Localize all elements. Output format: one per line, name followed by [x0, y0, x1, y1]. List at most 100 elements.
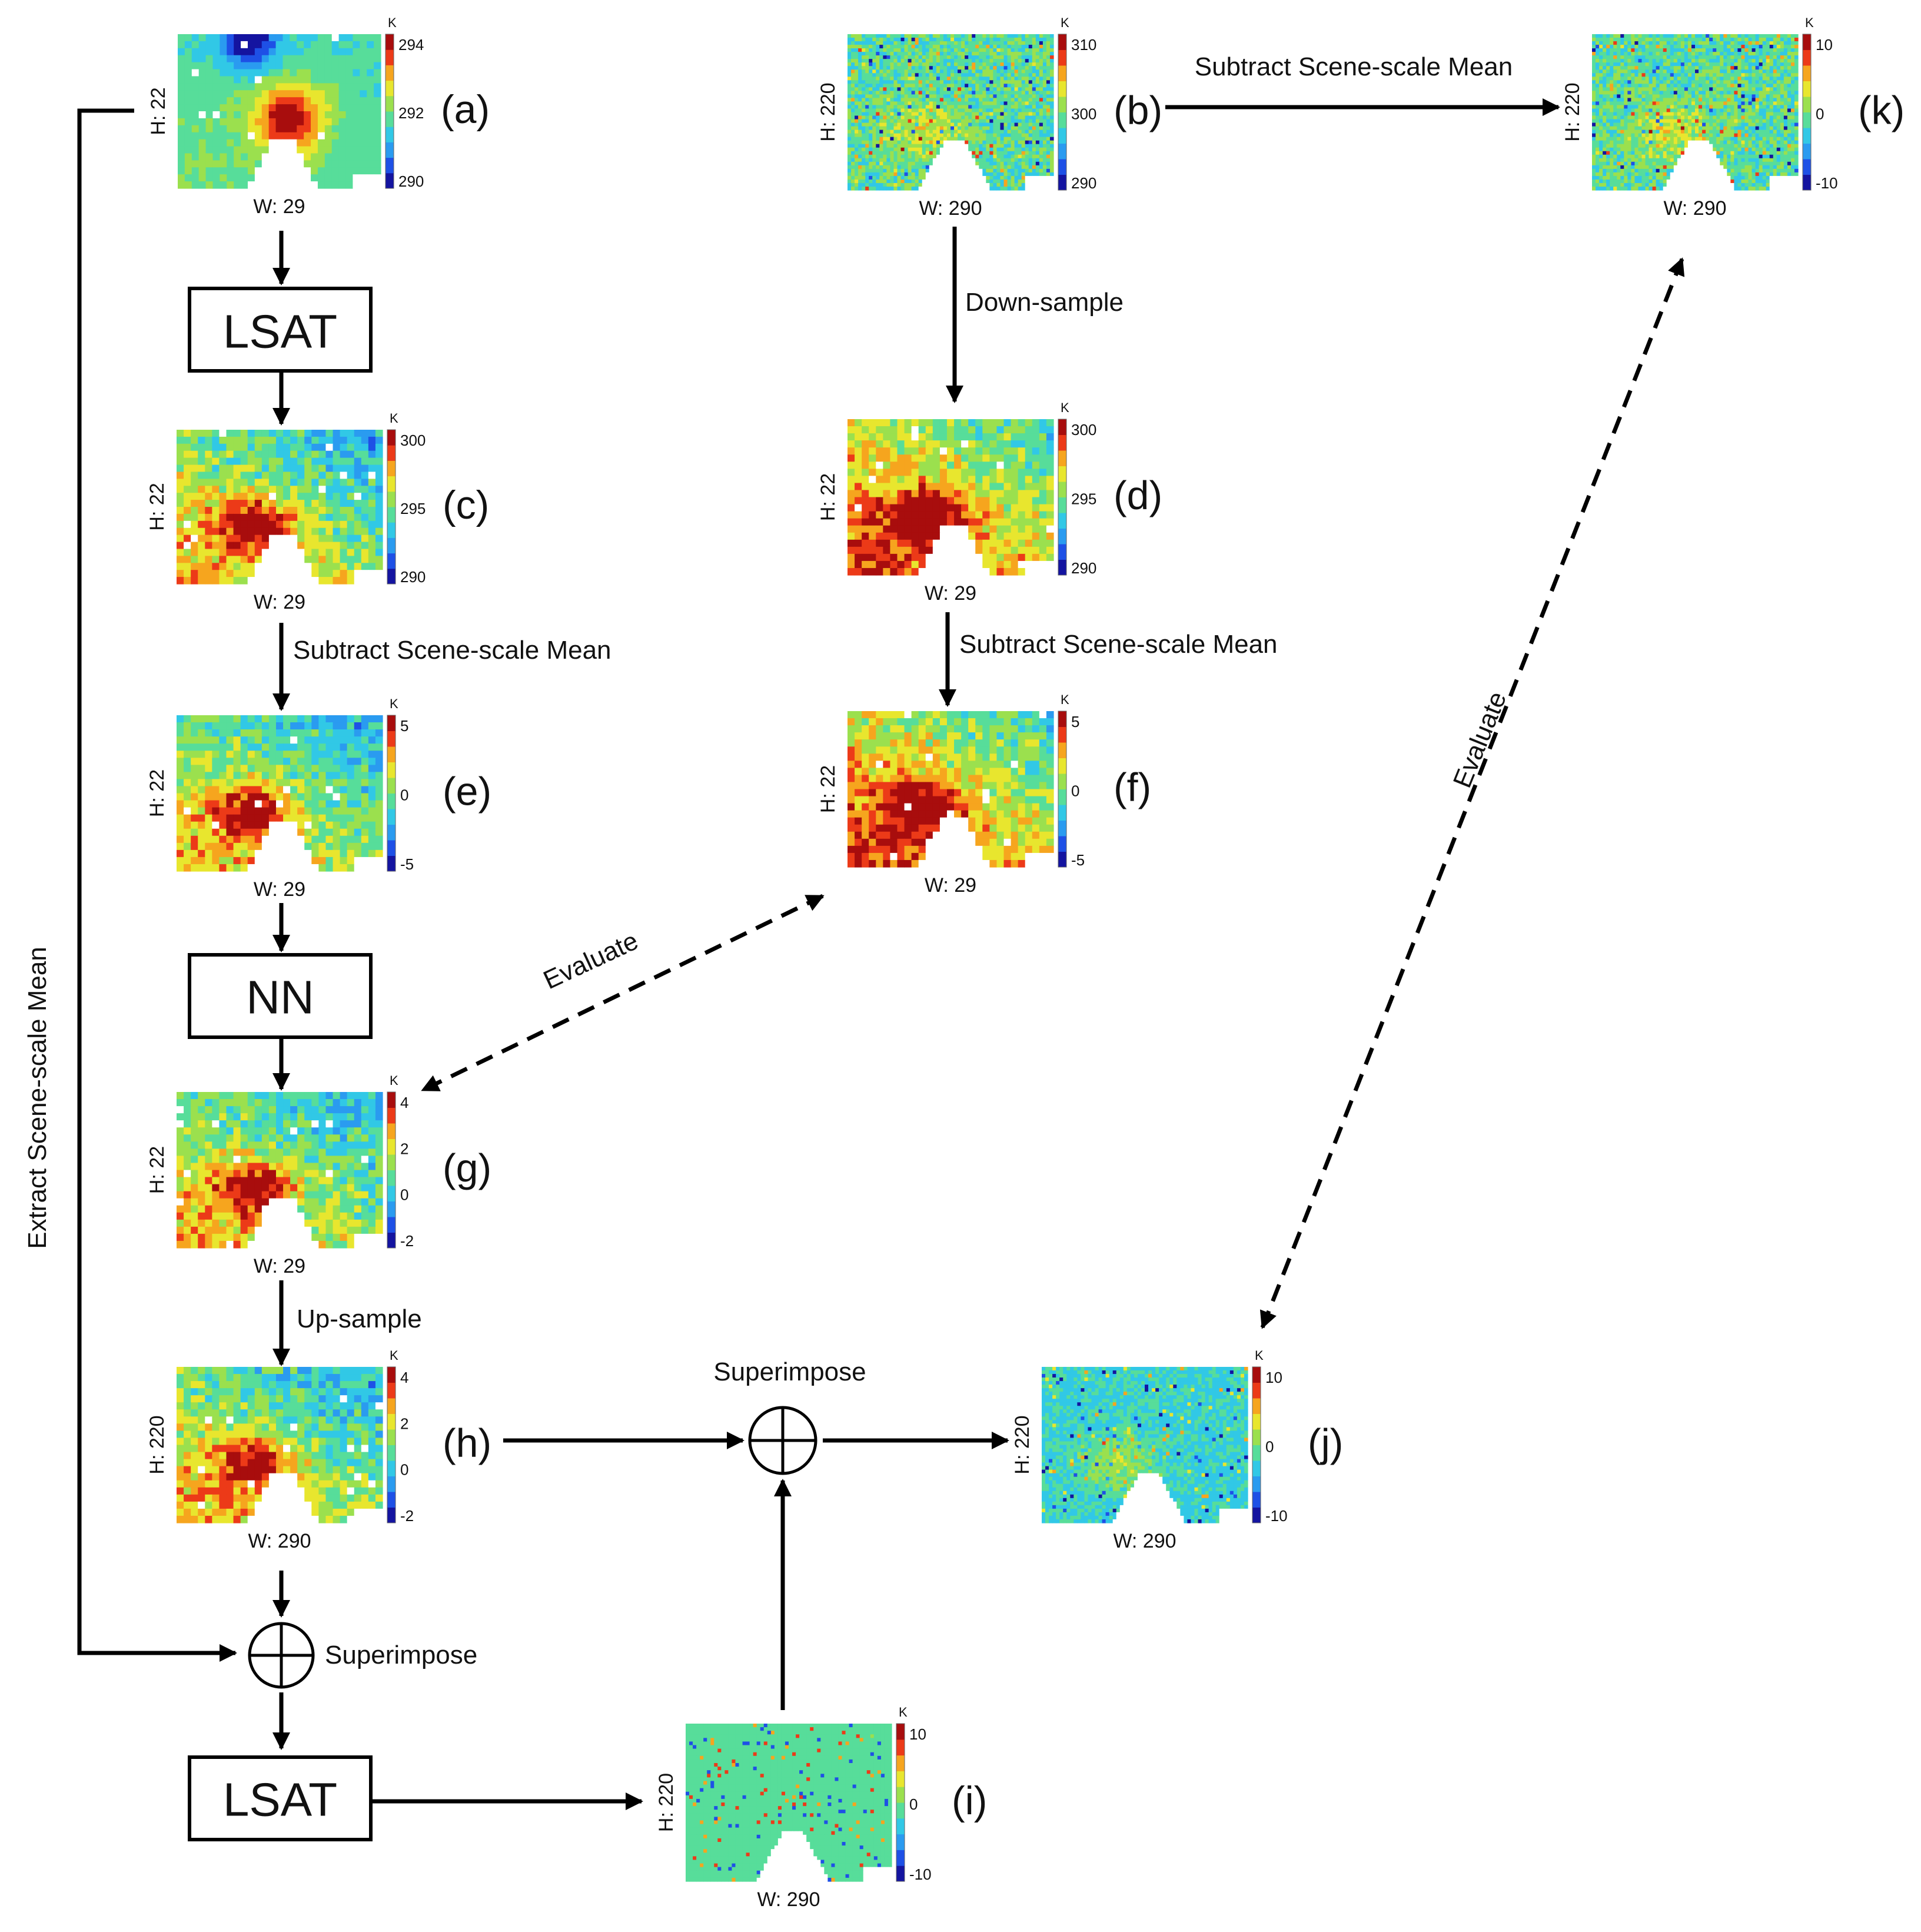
colorbar-tick-j: 0	[1265, 1438, 1274, 1456]
heatmap-g	[177, 1092, 383, 1249]
colorbar-tick-d: 290	[1071, 559, 1096, 577]
colorbar-tick-h: 0	[400, 1461, 408, 1479]
colorbar-unit-h: K	[390, 1348, 398, 1363]
panel-letter-j: (j)	[1308, 1421, 1343, 1466]
heatmap-e	[177, 715, 383, 872]
colorbar-tick-b: 300	[1071, 105, 1096, 123]
lsat-box-2-label: LSAT	[223, 1774, 337, 1826]
height-label-k: H: 220	[1561, 82, 1584, 141]
colorbar-unit-d: K	[1061, 400, 1069, 415]
colorbar-tick-c: 290	[400, 568, 426, 586]
colorbar-tick-b: 310	[1071, 36, 1096, 54]
colorbar-tick-k: -10	[1816, 174, 1838, 192]
heatmap-j	[1042, 1367, 1248, 1523]
panel-letter-e: (e)	[443, 769, 491, 814]
nn-box: NN	[188, 953, 373, 1039]
colorbar-tick-f: -5	[1071, 851, 1085, 869]
extract-mean-label: Extract Scene-scale Mean	[23, 947, 52, 1249]
colorbar-unit-k: K	[1805, 15, 1814, 30]
colorbar-tick-b: 290	[1071, 174, 1096, 192]
colorbar-tick-e: 5	[400, 717, 408, 735]
evaluate-arrow-f-g	[421, 894, 825, 1093]
colorbar-f	[1058, 711, 1067, 868]
colorbar-tick-h: 2	[400, 1415, 408, 1432]
colorbar-e	[387, 715, 396, 872]
width-label-f: W: 29	[925, 874, 976, 897]
colorbar-tick-g: 0	[400, 1186, 408, 1204]
colorbar-tick-c: 300	[400, 431, 426, 449]
colorbar-tick-f: 0	[1071, 782, 1079, 800]
heatmap-a	[178, 34, 381, 189]
colorbar-b	[1058, 34, 1067, 191]
colorbar-g	[387, 1091, 396, 1249]
lsat-box-1-label: LSAT	[223, 306, 337, 358]
step-labels: Subtract Scene-scale Mean Down-sample Su…	[23, 52, 1513, 1669]
colorbar-unit-a: K	[388, 15, 397, 30]
colorbar-k	[1802, 34, 1812, 191]
colorbar-unit-i: K	[899, 1705, 908, 1719]
colorbar-tick-j: -10	[1265, 1507, 1288, 1525]
heatmap-i	[686, 1724, 892, 1882]
height-label-j: H: 220	[1011, 1415, 1033, 1474]
height-label-i: H: 220	[655, 1773, 677, 1832]
lsat-box-1: LSAT	[188, 287, 373, 373]
height-label-d: H: 22	[817, 473, 839, 521]
colorbar-tick-g: 2	[400, 1140, 408, 1157]
heatmap-h	[177, 1367, 383, 1523]
colorbar-tick-g: 4	[400, 1094, 408, 1111]
colorbar-tick-i: -10	[909, 1865, 932, 1883]
subtract-mean-label-d-f: Subtract Scene-scale Mean	[959, 630, 1278, 659]
panel-f: K50-5W: 29H: 22(f)	[817, 692, 1151, 897]
height-label-g: H: 22	[146, 1146, 168, 1194]
colorbar-unit-b: K	[1061, 15, 1069, 30]
superimpose-symbol-middle	[748, 1406, 817, 1475]
colorbar-tick-d: 295	[1071, 490, 1096, 508]
subtract-mean-label-c-e: Subtract Scene-scale Mean	[293, 636, 611, 665]
height-label-a: H: 22	[147, 87, 170, 135]
superimpose-label-middle: Superimpose	[713, 1357, 866, 1386]
subtract-mean-label-b-k: Subtract Scene-scale Mean	[1195, 52, 1513, 81]
colorbar-unit-c: K	[390, 411, 398, 426]
colorbar-unit-j: K	[1255, 1348, 1264, 1363]
width-label-k: W: 290	[1663, 197, 1726, 220]
width-label-i: W: 290	[757, 1888, 820, 1911]
colorbar-tick-k: 10	[1816, 36, 1833, 54]
colorbar-tick-g: -2	[400, 1232, 414, 1250]
down-sample-label: Down-sample	[965, 288, 1124, 317]
width-label-c: W: 29	[254, 591, 305, 613]
width-label-a: W: 29	[253, 195, 305, 218]
panel-letter-a: (a)	[441, 87, 490, 132]
width-label-b: W: 290	[919, 197, 982, 220]
colorbar-tick-f: 5	[1071, 713, 1079, 731]
evaluate-label-k-j: Evaluate	[1448, 688, 1513, 792]
width-label-j: W: 290	[1113, 1530, 1176, 1552]
colorbar-unit-f: K	[1061, 692, 1069, 707]
colorbar-tick-c: 295	[400, 500, 426, 517]
panel-letter-b: (b)	[1114, 88, 1162, 133]
height-label-b: H: 220	[817, 82, 839, 141]
width-label-e: W: 29	[254, 878, 305, 901]
height-label-c: H: 22	[146, 483, 168, 530]
colorbar-h	[387, 1366, 396, 1523]
panel-letter-c: (c)	[443, 483, 489, 527]
nn-box-label: NN	[246, 971, 314, 1024]
panel-letter-h: (h)	[443, 1421, 491, 1466]
colorbar-tick-a: 290	[398, 172, 424, 190]
colorbar-unit-g: K	[390, 1073, 398, 1088]
colorbar-d	[1058, 419, 1067, 576]
arrow-extract-mean	[77, 108, 237, 1662]
colorbar-tick-e: -5	[400, 855, 414, 873]
heatmap-c	[177, 430, 383, 585]
heatmap-d	[848, 419, 1054, 576]
height-label-f: H: 22	[817, 765, 839, 813]
panel-letter-d: (d)	[1114, 473, 1162, 518]
heatmap-b	[848, 34, 1054, 191]
